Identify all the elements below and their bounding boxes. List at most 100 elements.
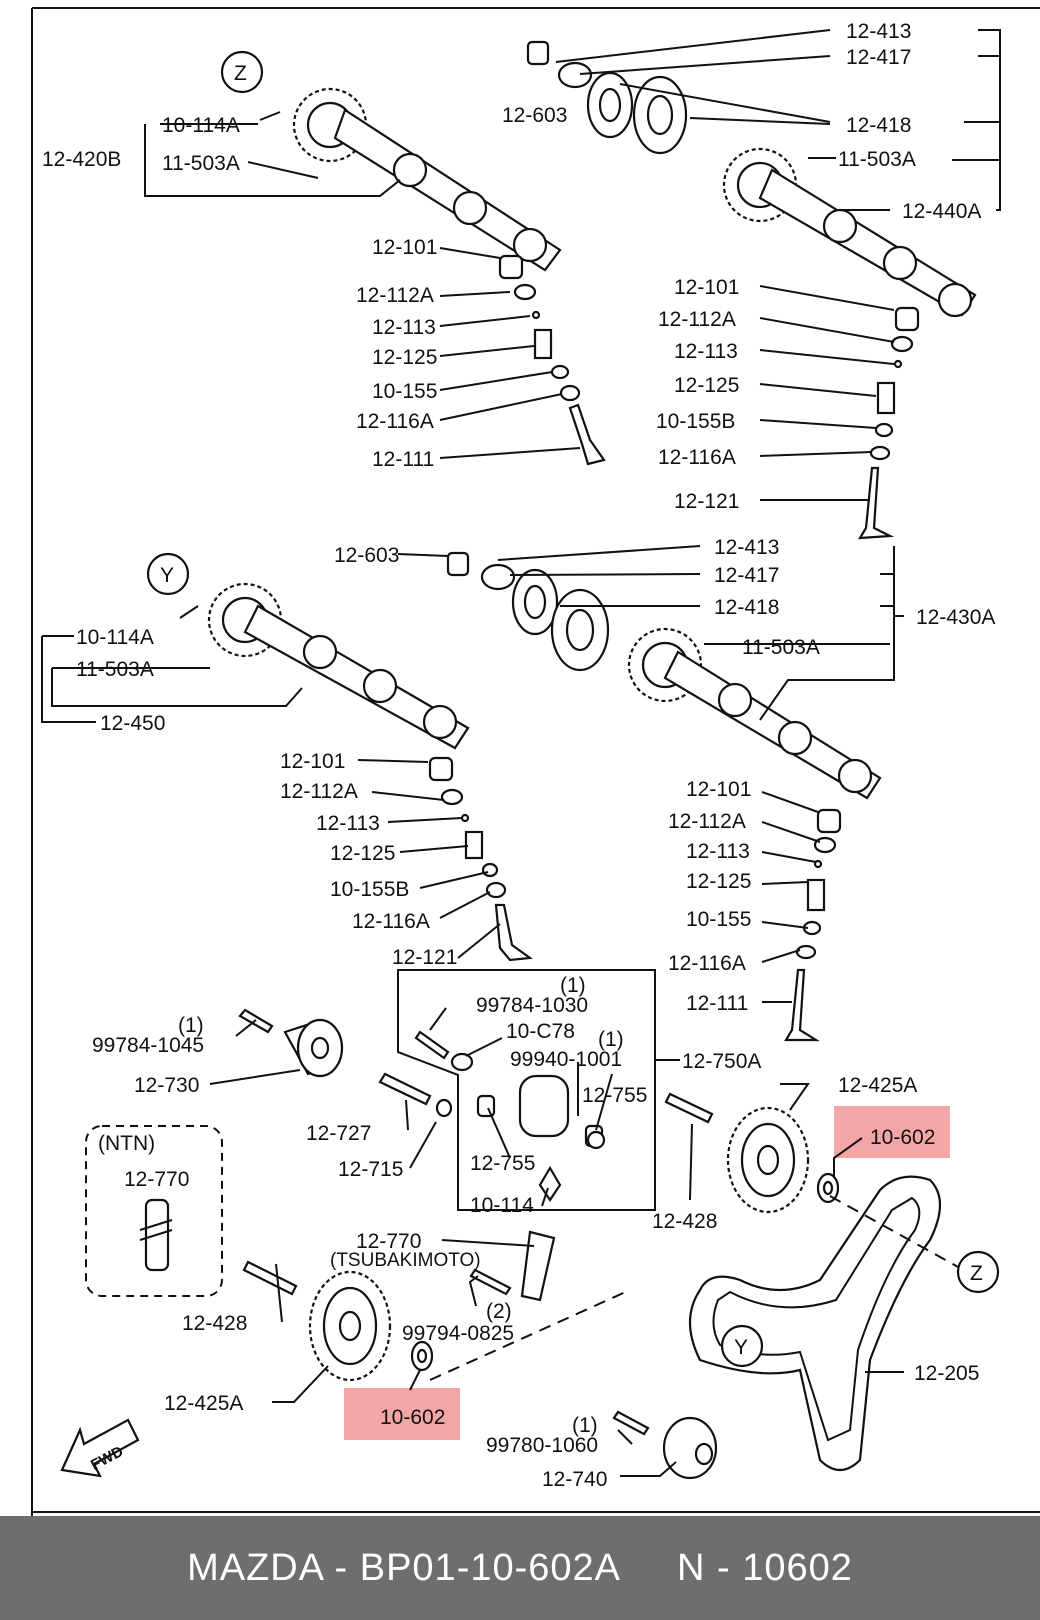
label-12-125-b: 12-125: [674, 374, 739, 397]
label-12-101-a: 12-101: [372, 236, 437, 259]
label-10-155b-c: 10-155B: [330, 878, 409, 901]
label-10-602-l: 10-602: [380, 1406, 445, 1429]
label-12-603-a: 12-603: [502, 104, 567, 127]
tensioner-box: [397, 969, 656, 1211]
label-12-205: 12-205: [914, 1362, 979, 1385]
label-12-430a: 12-430A: [916, 606, 995, 629]
callout-z-belt: [956, 1250, 1000, 1294]
label-12-113-c: 12-113: [316, 812, 380, 835]
label-10-155b-b: 10-155B: [656, 410, 735, 433]
label-12-116a-b: 12-116A: [658, 446, 736, 469]
label-y-mid: Y: [160, 564, 174, 587]
label-12-770-a: 12-770: [124, 1168, 189, 1191]
timing-belt: [689, 1175, 941, 1472]
label-12-121-c: 12-121: [392, 946, 457, 969]
label-12-125-d: 12-125: [686, 870, 751, 893]
label-11-503a-ml: 11-503A: [76, 658, 154, 681]
label-tsubakimoto: (TSUBAKIMOTO): [330, 1250, 481, 1271]
belt-dashed-link: [429, 1289, 631, 1381]
labels: Z 12-413 12-417 12-603 12-418 11-503A 12…: [42, 20, 995, 1491]
label-q2: (2): [486, 1300, 512, 1323]
crank-pulley-left: [242, 1260, 434, 1382]
idler-12-740: [612, 1410, 718, 1480]
label-99780-1060: 99780-1060: [486, 1434, 598, 1457]
footer-code: N - 10602: [677, 1546, 853, 1589]
label-q1-b: (1): [598, 1028, 624, 1051]
label-11-503a-r: 11-503A: [838, 148, 916, 171]
label-12-420b: 12-420B: [42, 148, 121, 171]
label-12-112a-c: 12-112A: [280, 780, 358, 803]
label-10-114a-m: 10-114A: [76, 626, 154, 649]
label-12-116a-a: 12-116A: [356, 410, 434, 433]
label-y-belt: Y: [734, 1336, 748, 1359]
label-12-125-c: 12-125: [330, 842, 395, 865]
label-q1-d: (1): [572, 1414, 598, 1437]
label-12-418-a: 12-418: [846, 114, 911, 137]
label-12-101-d: 12-101: [686, 778, 751, 801]
label-12-428-l: 12-428: [182, 1312, 247, 1335]
label-12-111-a: 12-111: [372, 448, 434, 471]
label-12-770-b: 12-770: [356, 1230, 421, 1253]
label-12-750a: 12-750A: [682, 1050, 761, 1073]
label-12-101-c: 12-101: [280, 750, 345, 773]
label-12-112a-d: 12-112A: [668, 810, 746, 833]
label-10-114a-tl: 10-114A: [162, 114, 240, 137]
label-12-450: 12-450: [100, 712, 165, 735]
ntn-box: [85, 1125, 223, 1297]
footer-part-number: MAZDA - BP01-10-602A: [187, 1546, 622, 1589]
cam-pulley-right: [726, 1106, 840, 1214]
highlight-10-602-left: [344, 1388, 460, 1440]
label-12-740: 12-740: [542, 1468, 607, 1491]
label-12-417-b: 12-417: [714, 564, 779, 587]
callout-y-belt: [720, 1324, 764, 1368]
label-10-155-d: 10-155: [686, 908, 751, 931]
label-12-125-a: 12-125: [372, 346, 437, 369]
callout-y-mid: [146, 552, 190, 596]
label-12-113-b: 12-113: [674, 340, 738, 363]
label-12-727: 12-727: [306, 1122, 371, 1145]
label-12-116a-c: 12-116A: [352, 910, 430, 933]
label-z-belt: Z: [970, 1262, 983, 1285]
label-10-114: 10-114: [470, 1194, 534, 1217]
washers-middle: [446, 551, 610, 672]
label-10-155-a: 10-155: [372, 380, 437, 403]
camshaft-middle-right: [627, 627, 882, 800]
label-12-116a-d: 12-116A: [668, 952, 746, 975]
label-10-c78: 10-C78: [506, 1020, 575, 1043]
label-12-112a-b: 12-112A: [658, 308, 736, 331]
valve-train-b: [857, 306, 920, 540]
camshaft-middle-left: [207, 582, 470, 750]
label-12-425a-l: 12-425A: [164, 1392, 243, 1415]
parts-diagram: Z 12-413 12-417 12-603 12-418 11-503A 12…: [31, 7, 1040, 1516]
label-12-425a-r: 12-425A: [838, 1074, 917, 1097]
label-q1-c: (1): [178, 1014, 204, 1037]
label-q1-a: (1): [560, 974, 586, 997]
label-12-755-b: 12-755: [470, 1152, 535, 1175]
label-12-730: 12-730: [134, 1074, 199, 1097]
label-12-440a: 12-440A: [902, 200, 981, 223]
label-12-417-a: 12-417: [846, 46, 911, 69]
label-99794-0825: 99794-0825: [402, 1322, 514, 1345]
valve-train-c: [428, 756, 533, 962]
fwd-arrow: [60, 1418, 140, 1478]
label-12-413-b: 12-413: [714, 536, 779, 559]
label-12-113-a: 12-113: [372, 316, 436, 339]
label-12-113-d: 12-113: [686, 840, 750, 863]
valve-train-a: [498, 254, 606, 466]
label-10-602-r: 10-602: [870, 1126, 935, 1149]
callout-z-top: [220, 50, 264, 94]
tsubakimoto-auto-tensioner: [469, 1230, 556, 1302]
camshaft-top-right: [722, 147, 977, 318]
washers-top: [526, 40, 688, 155]
footer-bar: MAZDA - BP01-10-602A N - 10602: [0, 1516, 1040, 1620]
label-12-112a-a: 12-112A: [356, 284, 434, 307]
label-11-503a-tl: 11-503A: [162, 152, 240, 175]
label-99940-1001: 99940-1001: [510, 1048, 622, 1071]
idler-12-730: [238, 1008, 344, 1078]
bolts-left: [378, 1072, 714, 1124]
label-12-755-a: 12-755: [582, 1084, 647, 1107]
label-12-428-r: 12-428: [652, 1210, 717, 1233]
label-99784-1045: 99784-1045: [92, 1034, 204, 1057]
ntn-auto-tensioner: [139, 1198, 173, 1272]
label-z-top: Z: [234, 62, 247, 85]
